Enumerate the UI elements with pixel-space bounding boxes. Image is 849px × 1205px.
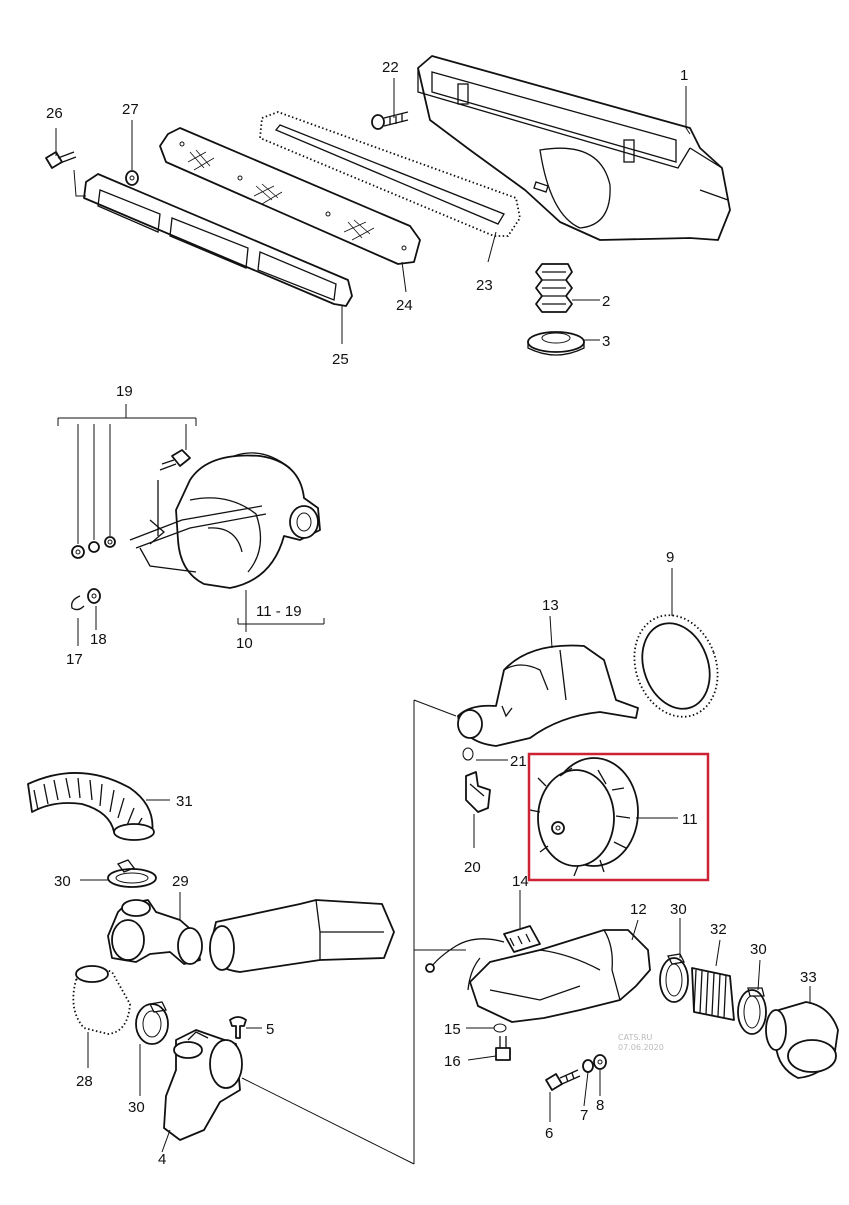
callout-11-19: 11 - 19 [256,603,302,620]
callout-4: 4 [158,1151,166,1168]
part-30-clamp-right-b[interactable] [737,987,767,1035]
highlight-box-part-11 [527,752,710,882]
part-5-screw[interactable] [229,1016,247,1039]
part-30-clamp-right-a[interactable] [659,953,689,1003]
callout-31: 31 [176,793,193,810]
part-32-flex-hose[interactable] [691,967,735,1021]
callout-12: 12 [630,901,647,918]
part-19-bolt[interactable] [157,449,191,536]
part-19-hardware-nuts[interactable] [71,536,116,559]
callout-30-left-bottom: 30 [128,1099,145,1116]
callout-17: 17 [66,651,83,668]
part-28-filter-sleeve[interactable] [72,965,131,1035]
part-17-clip[interactable] [71,595,85,611]
part-12-duct[interactable] [469,929,651,1023]
part-27-washer[interactable] [125,170,139,186]
part-31-flex-hose[interactable] [27,772,155,841]
part-26-screw[interactable] [45,151,77,169]
callout-25: 25 [332,351,349,368]
part-8-washer[interactable] [593,1054,607,1070]
callout-5: 5 [266,1021,274,1038]
callout-15: 15 [444,1021,461,1038]
callout-33: 33 [800,969,817,986]
part-33-elbow[interactable] [765,1001,839,1079]
callout-24: 24 [396,297,413,314]
callout-2: 2 [602,293,610,310]
part-2-bellows[interactable] [535,263,573,313]
part-7-washer[interactable] [582,1059,594,1073]
watermark-line-1: CATS.RU [618,1033,653,1042]
callout-27: 27 [122,101,139,118]
part-tube-long[interactable] [209,899,395,973]
callout-20: 20 [464,859,481,876]
part-20-clip[interactable] [465,771,491,813]
callout-21: 21 [510,753,527,770]
part-15-ring[interactable] [493,1023,507,1033]
callout-13: 13 [542,597,559,614]
part-30-clamp-left-top[interactable] [107,859,157,888]
watermark-line-2: 07.06.2020 [618,1043,664,1052]
callout-28: 28 [76,1073,93,1090]
callout-7: 7 [580,1107,588,1124]
part-29-t-duct[interactable] [107,899,203,965]
part-3-grommet[interactable] [527,331,585,356]
callout-9: 9 [666,549,674,566]
callout-26: 26 [46,105,63,122]
part-18-washer[interactable] [87,588,101,604]
group-bracket-10 [237,590,325,632]
part-14-switch[interactable] [425,925,541,991]
part-6-bolt[interactable] [545,1069,581,1091]
part-10-blower-assembly[interactable] [129,452,321,589]
part-30-clamp-left-bottom[interactable] [135,1001,169,1045]
callout-29: 29 [172,873,189,890]
part-23-seal[interactable] [259,111,521,237]
group-bracket-19 [57,404,197,646]
watermark: CATS.RU 07.06.2020 [618,1033,664,1052]
callout-8: 8 [596,1097,604,1114]
callout-18: 18 [90,631,107,648]
callout-30-right-a: 30 [670,901,687,918]
group-divider-lines [241,699,466,1165]
part-11-fan-wheel[interactable] [529,757,639,877]
callout-3: 3 [602,333,610,350]
callout-30-right-b: 30 [750,941,767,958]
part-16-bolt[interactable] [495,1036,511,1061]
callout-1: 1 [680,67,688,84]
callout-16: 16 [444,1053,461,1070]
callout-labels: 1 2 3 4 5 6 7 8 9 10 11 - 19 11 12 13 14… [46,59,817,1168]
callout-30-left-top: 30 [54,873,71,890]
callout-10: 10 [236,635,253,652]
part-13-duct[interactable] [457,644,639,747]
part-22-bolt[interactable] [371,111,409,130]
part-1-air-housing[interactable] [417,55,731,241]
part-24-plate[interactable] [159,127,421,265]
callout-11: 11 [682,811,698,828]
part-25-gasket[interactable] [83,173,353,307]
callout-23: 23 [476,277,493,294]
callout-22: 22 [382,59,399,76]
callout-14: 14 [512,873,529,890]
callout-32: 32 [710,921,727,938]
part-9-ring-gasket[interactable] [621,603,732,728]
part-21-ring[interactable] [462,747,474,761]
callout-19: 19 [116,383,133,400]
part-4-elbow[interactable] [163,1029,243,1141]
callout-6: 6 [545,1125,553,1142]
leader-lines [55,78,811,1153]
